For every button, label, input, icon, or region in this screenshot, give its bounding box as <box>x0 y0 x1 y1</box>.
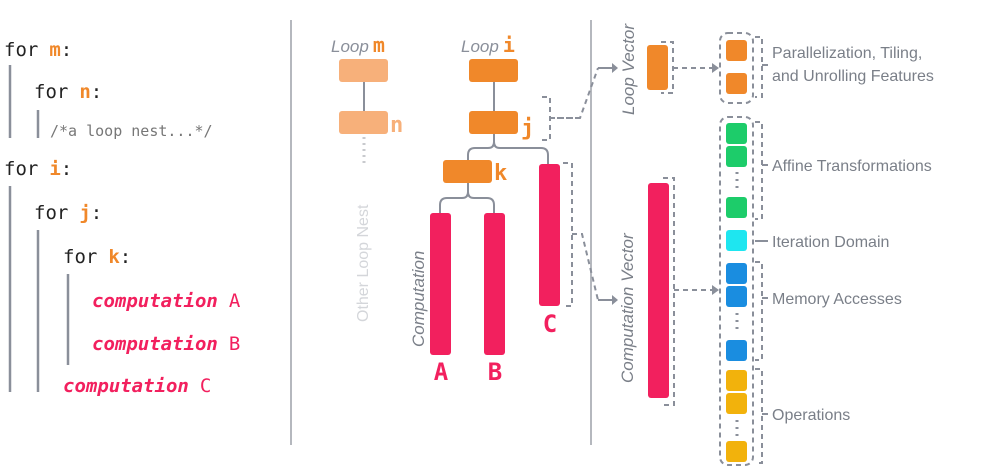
affine-feature-square <box>726 197 747 218</box>
affine-feature-square <box>726 123 747 144</box>
computation-vector-block <box>648 183 669 398</box>
code-comment: /*a loop nest...*/ <box>50 122 213 140</box>
loop-m-node <box>339 59 388 82</box>
computation-c-label: C <box>543 310 557 338</box>
tree-to-vector-connectors <box>550 67 612 301</box>
affine-feature-square <box>726 146 747 167</box>
loop-j-node <box>469 111 518 134</box>
loop-k-label: k <box>494 161 507 186</box>
computation-c-bracket <box>563 162 573 307</box>
computation-vector-arrowhead-in <box>612 295 618 305</box>
code-guides <box>8 65 70 392</box>
loop-j-bracket <box>542 96 580 119</box>
memory-feature-square <box>726 286 747 307</box>
iteration-domain-label: Iteration Domain <box>772 234 889 251</box>
loop-j-label: j <box>521 116 534 141</box>
loop-j-bracket-box <box>542 96 551 141</box>
parallelization-label-line1: Parallelization, Tiling, <box>772 45 922 62</box>
computation-a-bar <box>430 213 451 355</box>
loop-k-node <box>443 160 492 183</box>
other-loop-nest-label: Other Loop Nest <box>355 204 372 322</box>
operations-feature-square <box>726 441 747 462</box>
operations-feature-square <box>726 393 747 414</box>
iteration-feature-square <box>726 230 747 251</box>
computation-axis-label: Computation <box>409 251 428 347</box>
computation-vector-label: Computation Vector <box>618 232 637 383</box>
features-panel: Parallelization, Tiling, and Unrolling F… <box>719 32 934 466</box>
feature-label-ticks <box>755 64 768 415</box>
operations-feature-square <box>726 370 747 391</box>
loop-features-container <box>719 32 754 104</box>
operations-label: Operations <box>772 407 850 424</box>
memory-feature-square <box>726 340 747 361</box>
affine-transformations-label: Affine Transformations <box>772 158 932 175</box>
computation-c-bar <box>539 164 560 306</box>
computation-b-bar <box>484 213 505 355</box>
loop-vector-arrowhead-out <box>712 63 719 73</box>
loop-n-label: n <box>390 113 403 138</box>
loop-n-node <box>339 111 388 134</box>
loop-i-node <box>469 59 518 82</box>
loop-vector-arrowhead-in <box>612 63 618 73</box>
loop-feature-square <box>726 73 747 94</box>
computation-vector-arrowhead-out <box>712 285 719 295</box>
parallelization-label-line2: and Unrolling Features <box>772 68 934 85</box>
loop-feature-square <box>726 40 747 61</box>
loop-vector-block <box>647 45 668 90</box>
feature-group-brackets <box>755 36 763 464</box>
tree-edges <box>439 134 549 213</box>
memory-feature-square <box>726 263 747 284</box>
computation-vector-bracket <box>663 177 675 406</box>
computation-a-label: A <box>434 358 449 386</box>
vectors-panel: Loop Vector Computation Vector <box>618 23 719 406</box>
computation-features-container <box>719 116 754 466</box>
memory-accesses-label: Memory Accesses <box>772 291 902 308</box>
computation-b-label: B <box>488 358 502 386</box>
loop-vector-label: Loop Vector <box>619 23 638 115</box>
